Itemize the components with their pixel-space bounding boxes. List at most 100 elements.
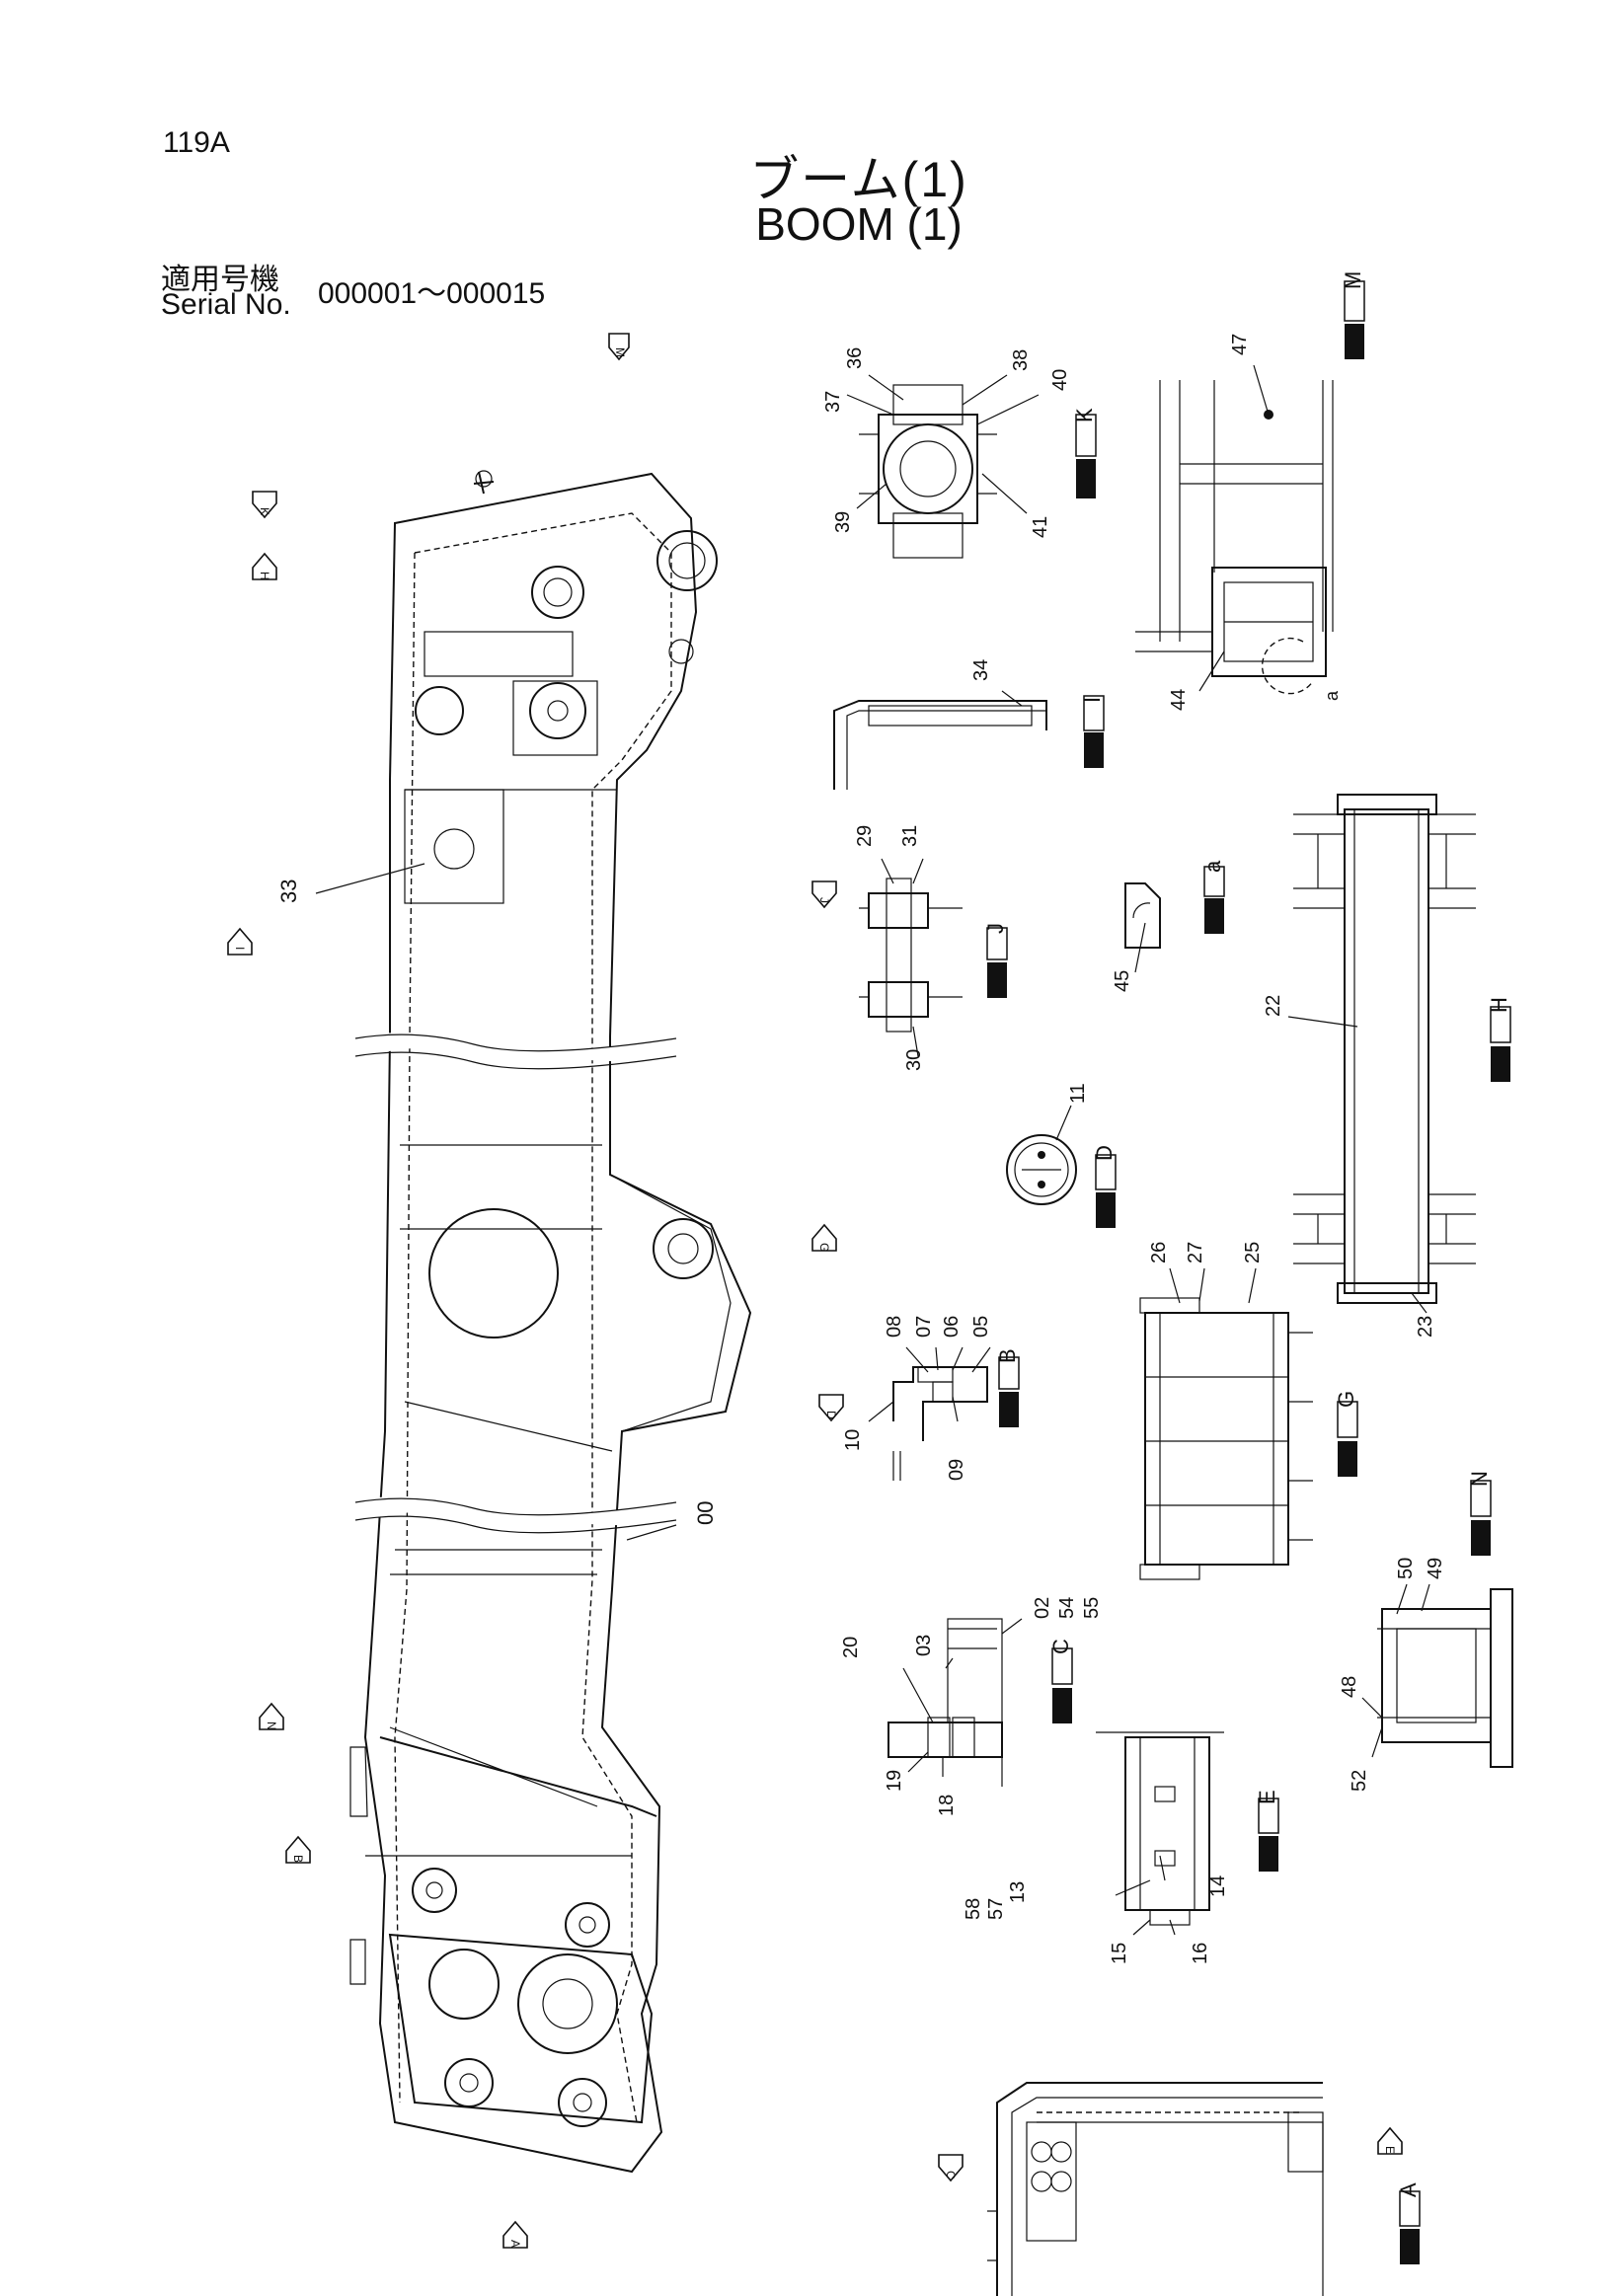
callout-18: 18 [936, 1795, 958, 1816]
svg-text:N: N [1467, 1471, 1492, 1487]
section-arrow-e: E [1377, 2126, 1403, 2155]
callout-27: 27 [1185, 1242, 1206, 1263]
callout-22: 22 [1263, 995, 1284, 1017]
callout-33: 33 [276, 880, 301, 903]
section-c-detail: 20 03 02 54 55 19 18 C [840, 1597, 1103, 1816]
section-h-detail: 22 23 H [1263, 794, 1511, 1338]
section-n-detail: 50 49 48 52 N [1339, 1471, 1513, 1792]
svg-text:A: A [1396, 2182, 1421, 2197]
svg-text:A: A [508, 2240, 522, 2248]
section-arrow-i: I [227, 927, 253, 956]
callout-40: 40 [1049, 369, 1071, 391]
section-arrow-g: G [811, 1223, 837, 1252]
svg-text:M: M [1341, 271, 1365, 289]
section-arrow-n: N [259, 1702, 284, 1730]
section-arrow-markers: M K H I N B A J G D C E [227, 333, 1403, 2249]
callout-14: 14 [1207, 1875, 1229, 1897]
callout-06: 06 [941, 1316, 963, 1338]
callout-39: 39 [832, 511, 854, 533]
callout-07: 07 [913, 1316, 935, 1338]
callout-11: 11 [1067, 1083, 1089, 1104]
callout-31: 31 [899, 825, 921, 847]
svg-text:C: C [944, 2171, 958, 2180]
section-j-detail: 29 31 30 J [854, 825, 1008, 1071]
section-b-detail: 08 07 06 05 10 09 B [842, 1316, 1020, 1481]
callout-20: 20 [840, 1637, 862, 1658]
serial-range: 000001～000015 [318, 277, 546, 310]
callout-23: 23 [1415, 1316, 1436, 1338]
callout-02: 02 [1032, 1597, 1053, 1619]
callout-03: 03 [913, 1635, 935, 1656]
callout-36: 36 [844, 347, 866, 369]
svg-text:I: I [233, 947, 247, 950]
svg-text:G: G [1334, 1391, 1358, 1408]
callout-50: 50 [1395, 1558, 1417, 1579]
callout-29: 29 [854, 825, 876, 847]
callout-a: a [1322, 690, 1342, 701]
svg-text:D: D [824, 1411, 838, 1419]
main-callouts: 33 00 [276, 863, 718, 1541]
callout-05: 05 [970, 1316, 992, 1338]
svg-text:K: K [258, 507, 271, 515]
callout-13: 13 [1007, 1881, 1029, 1903]
callout-37: 37 [822, 391, 844, 413]
page-number: 119A [163, 126, 230, 159]
svg-text:H: H [258, 572, 271, 580]
callout-55: 55 [1081, 1597, 1103, 1619]
section-arrow-h: H [252, 552, 277, 580]
callout-34: 34 [970, 659, 992, 681]
callout-49: 49 [1425, 1558, 1446, 1579]
page-title: BOOM (1) [755, 198, 963, 250]
svg-text:K: K [1072, 408, 1097, 422]
page-title-japanese: ブーム(1) [749, 152, 968, 207]
callout-00: 00 [693, 1501, 718, 1525]
callout-48: 48 [1339, 1676, 1360, 1698]
section-g-detail: 26 27 25 G [1139, 1242, 1358, 1580]
section-e-detail: 58 57 13 14 15 16 E [963, 1731, 1279, 1964]
callout-58: 58 [963, 1898, 984, 1920]
callout-10: 10 [842, 1429, 864, 1451]
svg-text:C: C [1048, 1639, 1073, 1654]
callout-08: 08 [884, 1316, 905, 1338]
view-arrow-m: M [608, 333, 630, 361]
svg-text:E: E [1383, 2146, 1397, 2154]
callout-25: 25 [1242, 1242, 1264, 1263]
svg-text:N: N [265, 1722, 278, 1730]
view-a-detail: A [987, 2082, 1421, 2296]
section-arrow-j: J [811, 880, 837, 909]
serial-label: Serial No. [161, 288, 291, 321]
svg-text:D: D [1092, 1145, 1117, 1161]
callout-44: 44 [1168, 689, 1190, 711]
svg-text:B: B [995, 1348, 1020, 1363]
callout-15: 15 [1109, 1943, 1130, 1964]
callout-41: 41 [1030, 516, 1051, 538]
view-arrow-a: A [502, 2220, 528, 2249]
callout-47: 47 [1229, 334, 1251, 355]
svg-text:J: J [817, 897, 831, 903]
svg-text:J: J [983, 923, 1008, 934]
callout-26: 26 [1148, 1242, 1170, 1263]
section-arrow-d: D [818, 1394, 844, 1422]
svg-text:M: M [613, 347, 627, 357]
section-arrow-k: K [252, 491, 277, 519]
svg-text:I: I [1080, 697, 1105, 703]
callout-09: 09 [946, 1459, 967, 1481]
svg-text:a: a [1200, 860, 1225, 873]
section-arrow-c: C [938, 2154, 964, 2182]
callout-30: 30 [903, 1049, 925, 1071]
boom-assembly-drawing [349, 470, 752, 2174]
svg-text:G: G [817, 1243, 831, 1252]
svg-text:E: E [1255, 1790, 1279, 1804]
callout-52: 52 [1349, 1770, 1370, 1792]
svg-text:B: B [291, 1855, 305, 1863]
section-k-detail: 37 36 38 40 39 41 K [822, 347, 1097, 559]
callout-16: 16 [1190, 1943, 1211, 1964]
view-m-detail: 47 44 a M [1135, 271, 1365, 711]
section-i-detail: 34 I [833, 659, 1105, 790]
callout-19: 19 [884, 1770, 905, 1792]
detail-a: 45 a [1112, 860, 1225, 992]
callout-38: 38 [1010, 349, 1032, 371]
section-arrow-b: B [285, 1835, 311, 1864]
